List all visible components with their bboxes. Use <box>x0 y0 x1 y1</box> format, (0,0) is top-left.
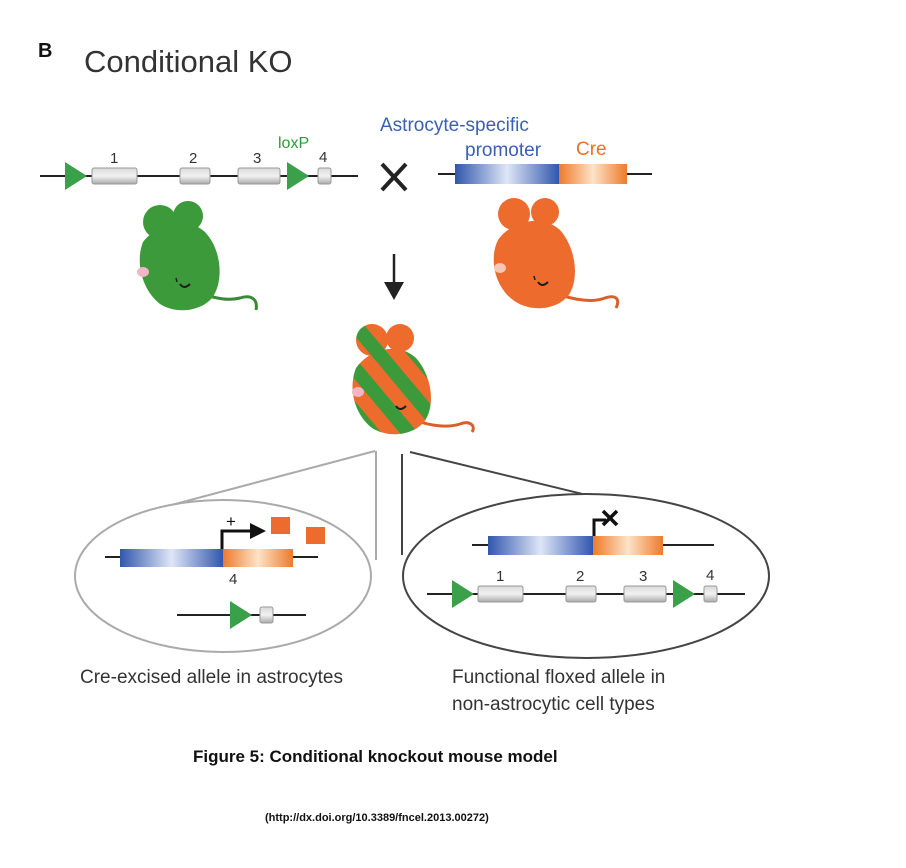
exon-number-4: 4 <box>319 149 327 166</box>
exon-2 <box>179 167 211 185</box>
orange-mouse-icon <box>493 198 620 309</box>
exon-4 <box>317 167 332 185</box>
exon-number-1: 1 <box>110 150 118 167</box>
floxed-allele <box>40 162 358 190</box>
excised-exon-number: 4 <box>229 571 237 588</box>
down-arrow-icon <box>384 254 404 300</box>
activation-plus: + <box>226 512 236 531</box>
functional-exon-number-1: 1 <box>496 568 504 585</box>
cre-box <box>593 536 663 555</box>
exon-1 <box>477 585 524 603</box>
promoter-label-line1: Astrocyte-specific <box>380 115 529 136</box>
loxp-site-right <box>287 162 309 190</box>
exon-1 <box>91 167 138 185</box>
astrocyte-promoter-box <box>455 164 559 184</box>
exon-3 <box>623 585 667 603</box>
arrowhead-icon <box>250 523 266 539</box>
doi-link[interactable]: (http://dx.doi.org/10.3389/fncel.2013.00… <box>265 812 489 824</box>
loxp-label: loxP <box>278 135 310 152</box>
loxp-site-right <box>673 580 695 608</box>
cre-label: Cre <box>576 139 607 160</box>
functional-exon-number-2: 2 <box>576 568 584 585</box>
loxp-site-left <box>452 580 474 608</box>
loxp-site <box>230 601 252 629</box>
promoter-label-line2: promoter <box>465 140 542 161</box>
exon-3 <box>237 167 281 185</box>
inactive-promoter-arrow-icon <box>592 518 606 536</box>
loxp-site-left <box>65 162 87 190</box>
functional-exon-number-4: 4 <box>706 567 714 584</box>
panel-title: Conditional KO <box>84 44 293 79</box>
cre-protein-icon <box>306 527 325 544</box>
exon-2 <box>565 585 597 603</box>
caption-functional-line1: Functional floxed allele in <box>452 667 666 688</box>
astrocyte-promoter-box <box>120 549 223 567</box>
exon-4 <box>259 606 274 624</box>
caption-excised: Cre-excised allele in astrocytes <box>80 667 343 688</box>
blocked-x-icon <box>601 509 619 527</box>
exon-4 <box>703 585 718 603</box>
cre-box <box>223 549 293 567</box>
exon-number-2: 2 <box>189 150 197 167</box>
excised-allele-ellipse <box>74 499 372 653</box>
functional-allele-ellipse <box>402 493 770 659</box>
offspring-mouse-icon <box>352 324 475 435</box>
cre-transgene <box>438 164 652 184</box>
cross-icon <box>380 162 408 192</box>
green-mouse-icon <box>137 201 258 311</box>
figure-caption: Figure 5: Conditional knockout mouse mod… <box>193 747 558 766</box>
cre-protein-icon <box>271 517 290 534</box>
caption-functional-line2: non-astrocytic cell types <box>452 694 655 715</box>
exon-number-3: 3 <box>253 150 261 167</box>
active-promoter-arrow-icon <box>220 529 252 549</box>
astrocyte-promoter-box <box>488 536 593 555</box>
functional-exon-number-3: 3 <box>639 568 647 585</box>
panel-letter: B <box>38 40 53 62</box>
cre-box <box>559 164 627 184</box>
